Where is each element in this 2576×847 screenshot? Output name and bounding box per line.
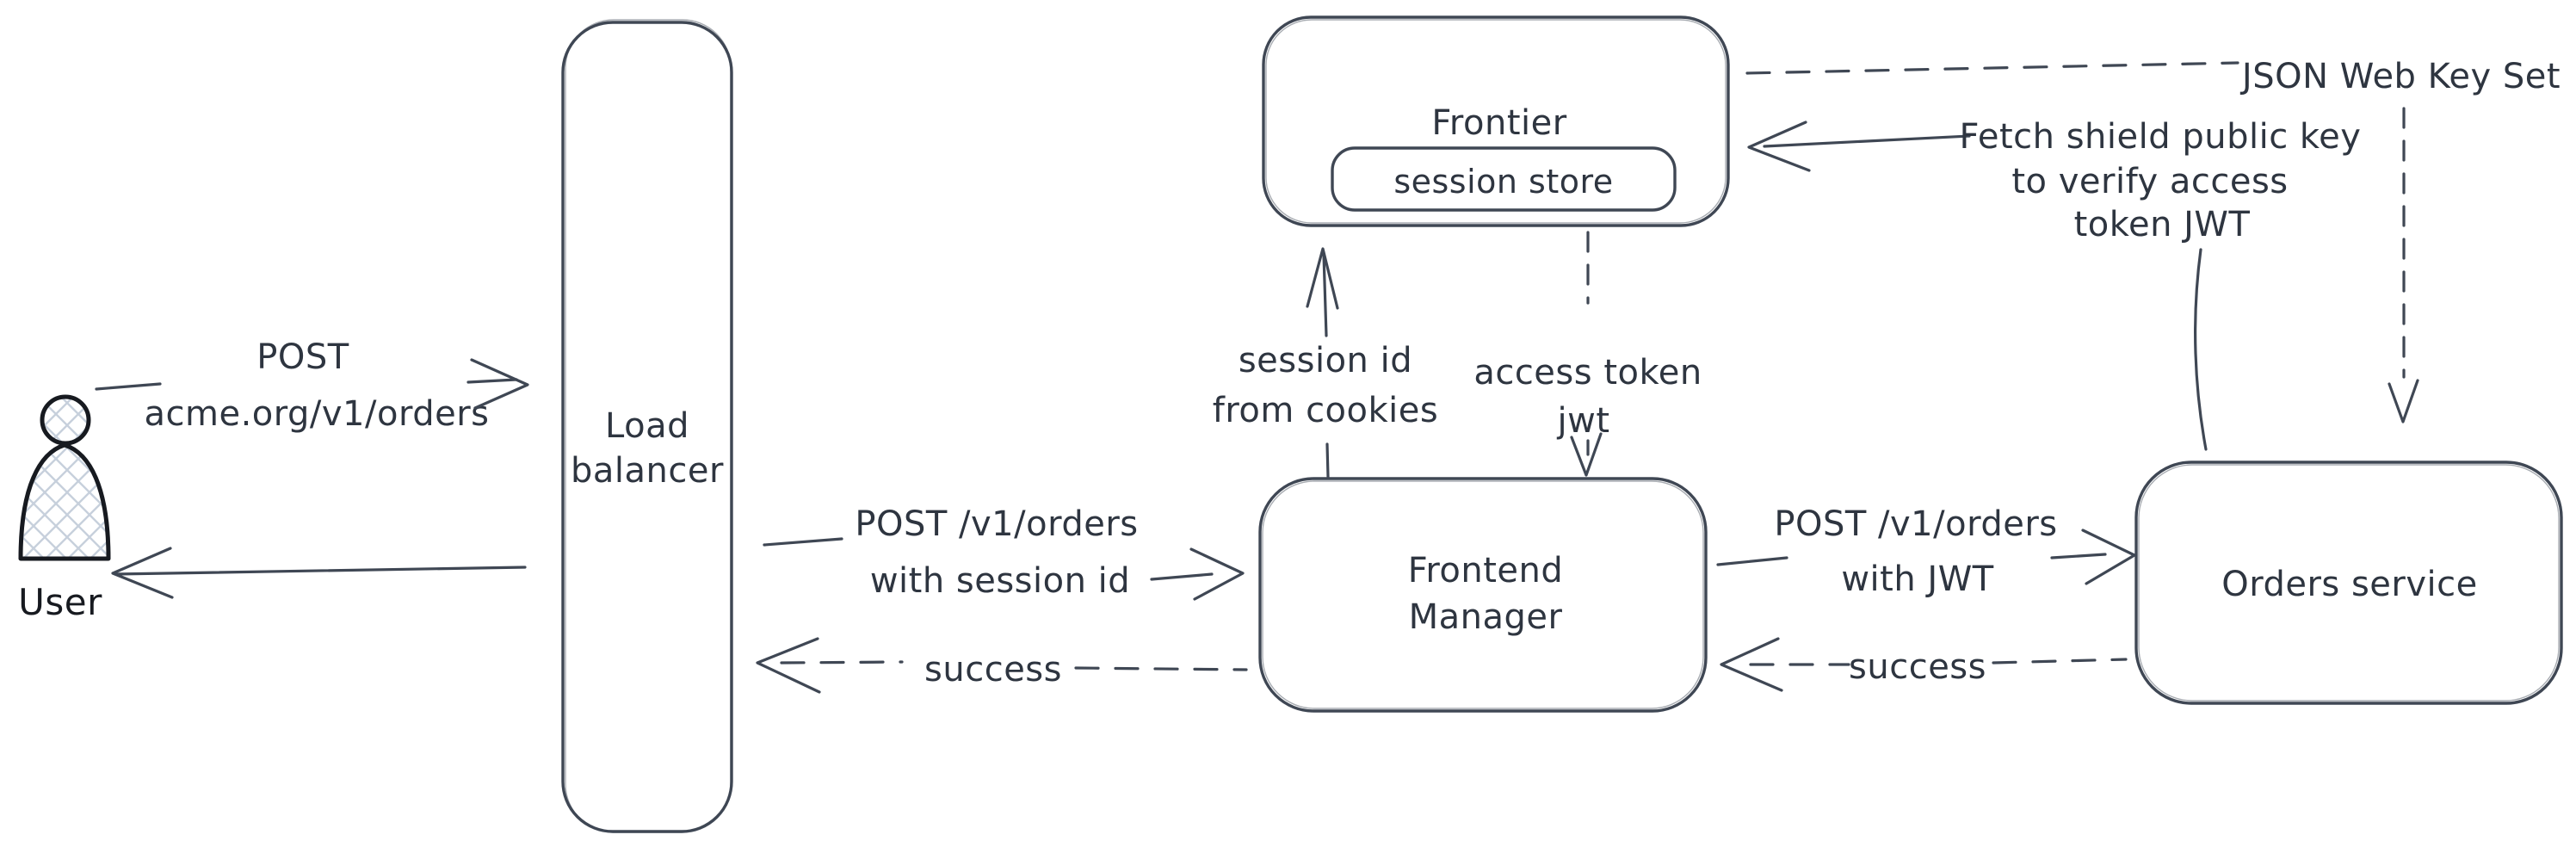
orders-service-box [2134, 461, 2563, 705]
jwks-arrowhead [2388, 379, 2419, 424]
frontier-box-sketch [1265, 19, 1727, 224]
edge-os-to-fm-success-label: success [1849, 647, 1986, 687]
frontend-manager-box-sketch [1262, 480, 1704, 709]
edge-lb-to-fm-label-line1: POST /v1/orders [855, 504, 1138, 544]
edge-frontier-to-fm-arrowhead [1570, 432, 1603, 477]
edge-os-to-frontier-label-line2: to verify access [2011, 162, 2288, 201]
edge-lb-to-user-arrowhead [111, 547, 174, 599]
edge-user-to-lb-shaft [466, 378, 518, 384]
load-balancer-node: Load balancer [561, 19, 733, 833]
edge-os-to-fm-success: success [1720, 637, 2128, 692]
load-balancer-label-line2: balancer [571, 451, 724, 491]
edge-fm-to-os: POST /v1/orders with JWT [1716, 504, 2136, 599]
edge-fm-to-os-label-line2: with JWT [1841, 560, 1993, 599]
user-head-icon [40, 394, 91, 446]
edge-os-to-frontier: Fetch shield public key to verify access… [1747, 117, 2362, 451]
session-store-box [1331, 146, 1677, 212]
edge-fm-to-lb-success-label: success [924, 650, 1062, 689]
orders-service-box-sketch [2138, 464, 2560, 702]
frontend-manager-node: Frontend Manager [1258, 477, 1708, 713]
edge-fm-to-lb-success-dash-left [780, 660, 904, 665]
edge-lb-to-user [111, 547, 527, 599]
session-store-label: session store [1393, 163, 1613, 201]
edge-fm-to-lb-success-dash-right [1074, 666, 1248, 671]
edge-frontier-to-fm-label-line1: access token [1473, 353, 1702, 393]
edge-fm-to-os-lead-line [1716, 556, 1788, 566]
edge-lb-to-fm-arrowhead [1189, 547, 1245, 601]
edge-lb-to-user-line [114, 566, 527, 576]
frontend-manager-box [1258, 477, 1708, 713]
frontend-manager-label-line2: Manager [1409, 597, 1563, 637]
jwks-label: JSON Web Key Set [2239, 57, 2561, 96]
edge-os-to-frontier-label-line1: Fetch shield public key [1960, 117, 2362, 157]
edge-fm-to-frontier-line-top [1322, 253, 1328, 337]
edge-os-to-frontier-arrowhead [1747, 121, 1811, 172]
edge-os-to-fm-success-dash-right [1992, 658, 2128, 665]
load-balancer-box-sketch [565, 19, 732, 833]
user-body-icon [18, 442, 111, 561]
edge-lb-to-fm: POST /v1/orders with session id [763, 504, 1245, 601]
edge-lb-to-fm-lead-line [763, 537, 843, 547]
edge-fm-to-os-arrowhead [2081, 529, 2136, 585]
orders-service-node: Orders service [2134, 461, 2563, 705]
edge-os-to-frontier-shaft [1763, 134, 1971, 148]
edge-fm-to-os-shaft [2050, 553, 2107, 560]
edge-os-to-fm-success-arrowhead [1720, 637, 1783, 692]
edge-fm-to-frontier-line-bottom [1325, 442, 1330, 479]
frontier-label: Frontier [1431, 103, 1566, 143]
edge-fm-to-lb-success: success [756, 637, 1248, 694]
edge-frontier-to-fm: access token jwt [1473, 231, 1702, 477]
edge-user-to-lb-arrowhead [470, 358, 529, 410]
edge-fm-to-frontier-arrowhead [1306, 247, 1339, 310]
edge-user-to-lb-lead-line [95, 382, 162, 391]
jwks-dash-horizontal [1745, 61, 2239, 75]
jwks-annotation: JSON Web Key Set [1745, 57, 2561, 424]
user-label: User [18, 581, 102, 623]
load-balancer-label-line1: Load [605, 406, 689, 446]
edge-fm-to-os-label-line1: POST /v1/orders [1774, 504, 2057, 544]
edge-user-to-lb-label-line1: POST [256, 337, 349, 377]
orders-service-label: Orders service [2221, 565, 2478, 604]
user-node: User [18, 394, 111, 623]
edge-lb-to-fm-label-line2: with session id [870, 561, 1130, 601]
edge-user-to-lb: POST acme.org/v1/orders [95, 337, 529, 434]
edge-lb-to-fm-shaft [1150, 572, 1214, 581]
load-balancer-box [561, 21, 733, 833]
edge-fm-to-frontier: session id from cookies [1213, 247, 1438, 479]
edge-os-to-frontier-curve-to-os [2194, 248, 2208, 451]
frontier-node: Frontier session store [1262, 15, 1730, 227]
edge-fm-to-frontier-label-line2: from cookies [1213, 391, 1438, 430]
edge-user-to-lb-label-line2: acme.org/v1/orders [145, 394, 490, 434]
edge-fm-to-frontier-label-line1: session id [1239, 341, 1412, 380]
frontend-manager-label-line1: Frontend [1408, 551, 1564, 590]
edge-fm-to-lb-success-arrowhead [756, 637, 821, 694]
edge-os-to-frontier-label-line3: token JWT [2074, 205, 2251, 244]
